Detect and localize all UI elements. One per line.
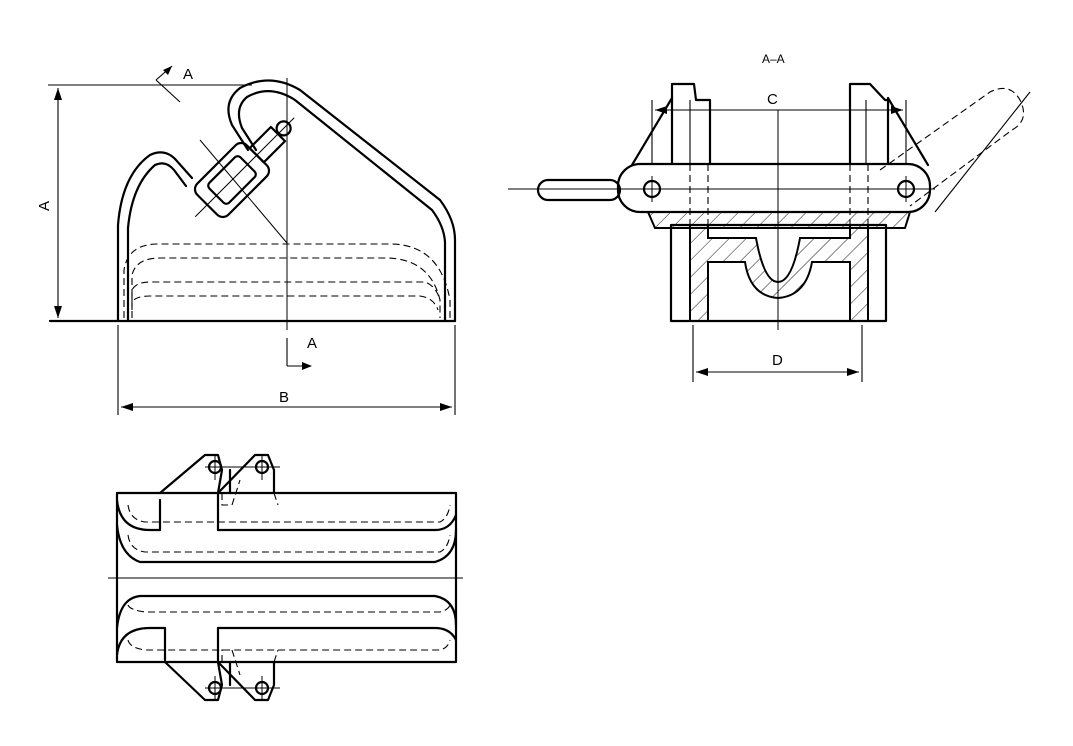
front-rib-3 xyxy=(131,281,441,301)
section-mark-top: A xyxy=(183,66,193,83)
front-rib-4 xyxy=(131,295,439,311)
dim-width-label: B xyxy=(279,389,289,406)
top-rib-inner-lower xyxy=(115,626,167,662)
front-view-body-inner xyxy=(126,162,188,323)
top-rib-upper xyxy=(115,523,458,564)
section-arrow-top xyxy=(155,79,181,103)
section-ear-left xyxy=(670,82,712,166)
section-hatch-bar xyxy=(646,211,912,229)
section-ear-right xyxy=(848,82,890,166)
front-view-handle xyxy=(227,79,457,323)
front-diag-line xyxy=(199,139,288,244)
section-pin xyxy=(536,178,622,202)
top-bracket-upper-right xyxy=(216,453,276,495)
top-bracket-lower-left xyxy=(163,660,224,702)
section-mark-bottom: A xyxy=(307,335,317,352)
section-lever-open xyxy=(879,87,1025,207)
top-rib-lower xyxy=(115,594,458,630)
front-view-body xyxy=(116,151,194,323)
section-title: A–A xyxy=(762,52,785,66)
dim-inner-label: D xyxy=(772,352,783,369)
top-bracket-lower-right xyxy=(216,660,276,702)
section-shaft xyxy=(616,162,932,214)
dim-outer-label: C xyxy=(767,91,778,108)
front-rib-2 xyxy=(131,257,441,318)
top-view xyxy=(108,453,463,702)
front-rib-1 xyxy=(123,243,451,318)
front-view-handle-inner xyxy=(237,90,447,323)
hinge-block xyxy=(193,117,295,219)
top-bracket-upper-left xyxy=(158,453,224,495)
top-rib-inner-upper xyxy=(115,498,162,532)
section-view: A–A C xyxy=(508,52,1031,382)
dim-height-label: A xyxy=(36,201,53,211)
section-hatch-body xyxy=(689,224,869,322)
front-view: A A A B xyxy=(36,65,457,415)
